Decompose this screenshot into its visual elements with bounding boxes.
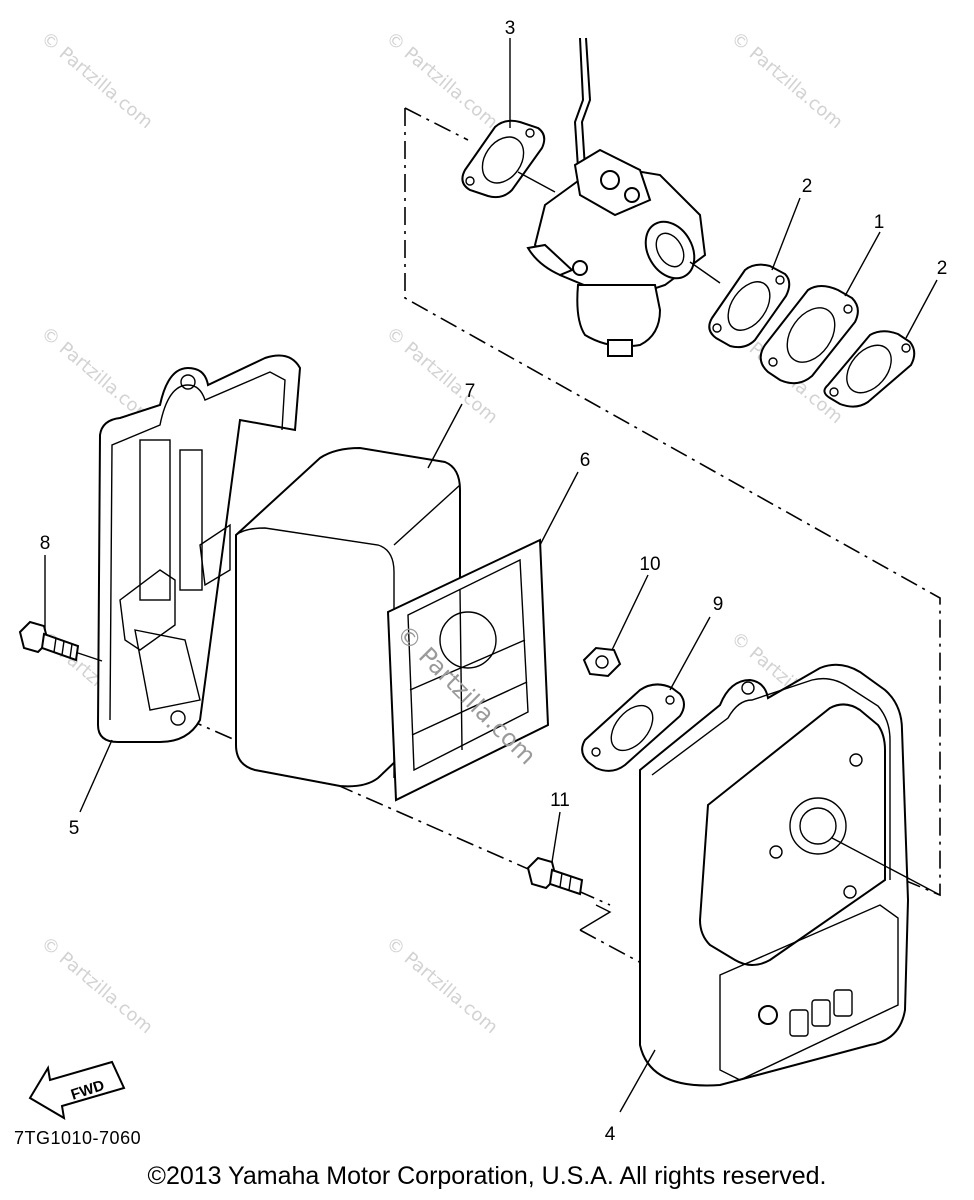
muffler-4 — [639, 663, 941, 1087]
watermark: © Partzilla.com — [382, 28, 502, 133]
callout-2: 2 — [802, 176, 813, 197]
watermark: © Partzilla.com — [37, 933, 157, 1038]
callout-7: 7 — [465, 381, 476, 402]
watermark: © Partzilla.com — [727, 28, 847, 133]
carburetor — [526, 37, 721, 357]
fwd-arrow-icon: FWD — [28, 1060, 126, 1120]
watermark: © Partzilla.com — [37, 28, 157, 133]
watermark: © Partzilla.com — [382, 323, 502, 428]
callout-4: 4 — [605, 1124, 616, 1145]
callout-6: 6 — [580, 450, 591, 471]
air-cleaner-case-5 — [96, 354, 302, 743]
callout-1: 1 — [874, 212, 885, 233]
callout-5: 5 — [69, 818, 80, 839]
copyright-notice: ©2013 Yamaha Motor Corporation, U.S.A. A… — [147, 1162, 827, 1190]
callout-3: 3 — [505, 18, 516, 39]
leader-lines — [44, 38, 938, 1113]
callout-10: 10 — [639, 554, 660, 575]
watermark: © Partzilla.com — [382, 933, 502, 1038]
callout-8: 8 — [40, 533, 51, 554]
bolt-8 — [18, 620, 103, 662]
bolt-11 — [526, 856, 584, 896]
callout-9: 9 — [713, 594, 724, 615]
gasket-2-lower — [823, 330, 916, 408]
spacer-1 — [759, 285, 859, 385]
element-grid-6 — [386, 538, 550, 802]
gasket-2-upper — [708, 263, 791, 349]
callout-numbers: 3 2 1 2 7 6 8 10 9 11 5 4 — [40, 18, 948, 1145]
gasket-9 — [581, 683, 685, 772]
diagram-code: 7TG1010-7060 — [14, 1128, 142, 1148]
gasket-3 — [461, 119, 556, 199]
nut-10 — [582, 646, 622, 678]
callout-11: 11 — [550, 790, 570, 811]
callout-2: 2 — [937, 258, 948, 279]
